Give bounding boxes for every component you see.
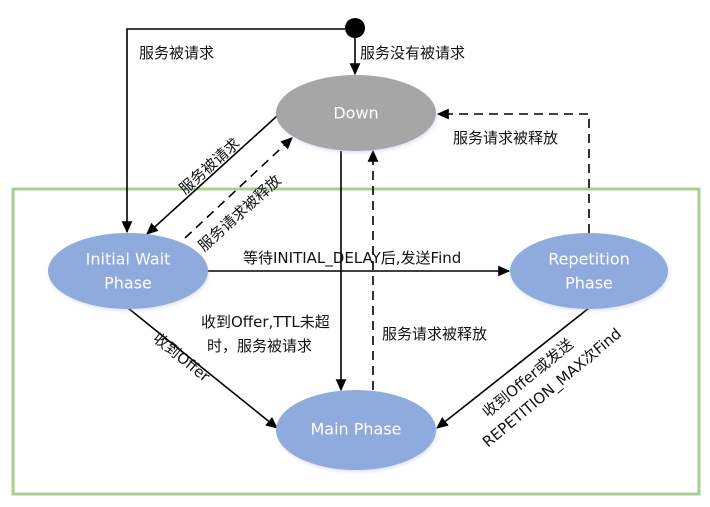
edge-label-down-to-main-line2: 时，服务被请求 — [207, 337, 312, 355]
edge-down-to-initial-wait — [146, 115, 278, 235]
edge-initial-wait-to-down — [184, 137, 293, 239]
state-main-label: Main Phase — [310, 420, 401, 439]
edge-repetition-to-main — [436, 307, 590, 429]
state-initial-wait-label-line1: Initial Wait — [86, 250, 171, 269]
edge-label-down-to-main-line1: 收到Offer,TTL未超 — [201, 313, 330, 331]
edge-label-repetition-to-down: 服务请求被释放 — [453, 129, 558, 147]
state-initial-wait-phase: Initial Wait Phase — [48, 233, 208, 309]
edge-label-start-to-down: 服务没有被请求 — [360, 44, 465, 62]
edge-label-initial-wait-to-down: 服务请求被释放 — [195, 171, 285, 255]
state-down-shape — [276, 75, 436, 151]
state-repetition-label-line2: Phase — [565, 274, 613, 293]
state-initial-wait-shape — [48, 233, 208, 309]
phase-group-box — [11, 187, 701, 496]
state-main-phase: Main Phase — [276, 390, 436, 470]
state-repetition-phase: Repetition Phase — [510, 233, 668, 309]
edge-initial-wait-to-main — [127, 307, 278, 429]
start-node — [345, 18, 365, 38]
state-down: Down — [276, 75, 436, 151]
edge-label-main-to-down: 服务请求被释放 — [382, 325, 487, 343]
edge-label-start-to-initial-wait: 服务被请求 — [139, 44, 214, 62]
edge-label-initial-wait-to-repetition: 等待INITIAL_DELAY后,发送Find — [243, 249, 461, 268]
state-initial-wait-label-line2: Phase — [104, 274, 152, 293]
state-repetition-label-line1: Repetition — [548, 250, 630, 269]
state-main-shape — [276, 390, 436, 470]
edge-start-to-initial-wait — [121, 28, 345, 234]
state-repetition-shape — [510, 233, 668, 309]
edge-label-initial-wait-to-main: 收到Offer — [149, 329, 213, 386]
state-down-label: Down — [333, 104, 378, 123]
